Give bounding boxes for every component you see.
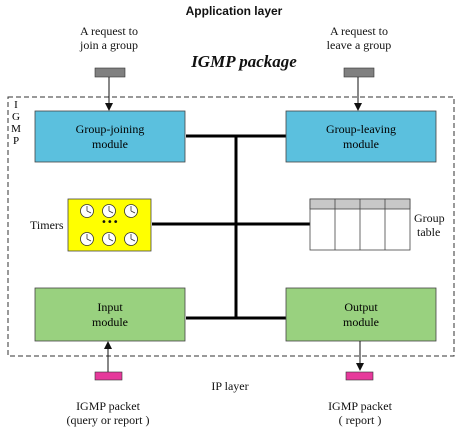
group-leaving-line1: Group-leaving xyxy=(326,122,396,136)
ip-layer-label: IP layer xyxy=(211,379,249,393)
packet-in-line1: IGMP packet xyxy=(76,399,140,413)
group-joining-line2: module xyxy=(92,137,128,151)
input-module-line1: Input xyxy=(97,300,123,314)
request-leave-port xyxy=(343,67,375,78)
packet-out-line1: IGMP packet xyxy=(328,399,392,413)
clock-hands xyxy=(86,206,136,242)
side-letter: I xyxy=(14,99,18,111)
request-leave-line1: A request to xyxy=(330,24,388,38)
request-join-label: A request to join a group xyxy=(56,24,162,52)
input-module-line2: module xyxy=(92,315,128,329)
side-letter: P xyxy=(12,135,20,147)
group-table-grid xyxy=(309,198,411,251)
packet-in-line2: (query or report ) xyxy=(66,413,150,427)
timers-label: Timers xyxy=(30,218,64,232)
group-table-label: Group table xyxy=(414,211,445,239)
request-join-line1: A request to xyxy=(80,24,138,38)
request-join-port xyxy=(94,67,126,78)
group-joining-line1: Group-joining xyxy=(75,122,145,136)
input-module: Input module xyxy=(35,300,185,330)
internal-bus xyxy=(152,134,310,320)
side-letter: G xyxy=(12,111,20,123)
group-leaving-module: Group-leaving module xyxy=(286,122,436,152)
output-module-line2: module xyxy=(343,315,379,329)
group-joining-module-box xyxy=(34,110,186,163)
packet-out-label: IGMP packet ( report ) xyxy=(300,399,420,427)
group-table-line2: table xyxy=(417,225,441,239)
output-module-box xyxy=(285,287,437,342)
package-label: IGMP package xyxy=(191,52,297,71)
side-letter: M xyxy=(11,123,21,135)
group-joining-module: Group-joining module xyxy=(35,122,185,152)
group-leaving-module-box xyxy=(285,110,437,163)
timers-dots: ••• xyxy=(101,217,119,228)
request-leave-line2: leave a group xyxy=(326,38,392,52)
group-leaving-line2: module xyxy=(343,137,379,151)
packet-out-line2: ( report ) xyxy=(338,413,382,427)
package-boundary xyxy=(7,96,455,357)
application-layer-title: Application layer xyxy=(185,4,283,18)
group-table-line1: Group xyxy=(414,211,445,225)
packet-out-port xyxy=(345,371,374,381)
output-module-line1: Output xyxy=(344,300,378,314)
request-join-line2: join a group xyxy=(80,38,138,52)
output-module: Output module xyxy=(286,300,436,330)
request-leave-label: A request to leave a group xyxy=(306,24,412,52)
packet-in-label: IGMP packet (query or report ) xyxy=(48,399,168,427)
packet-in-port xyxy=(94,371,123,381)
